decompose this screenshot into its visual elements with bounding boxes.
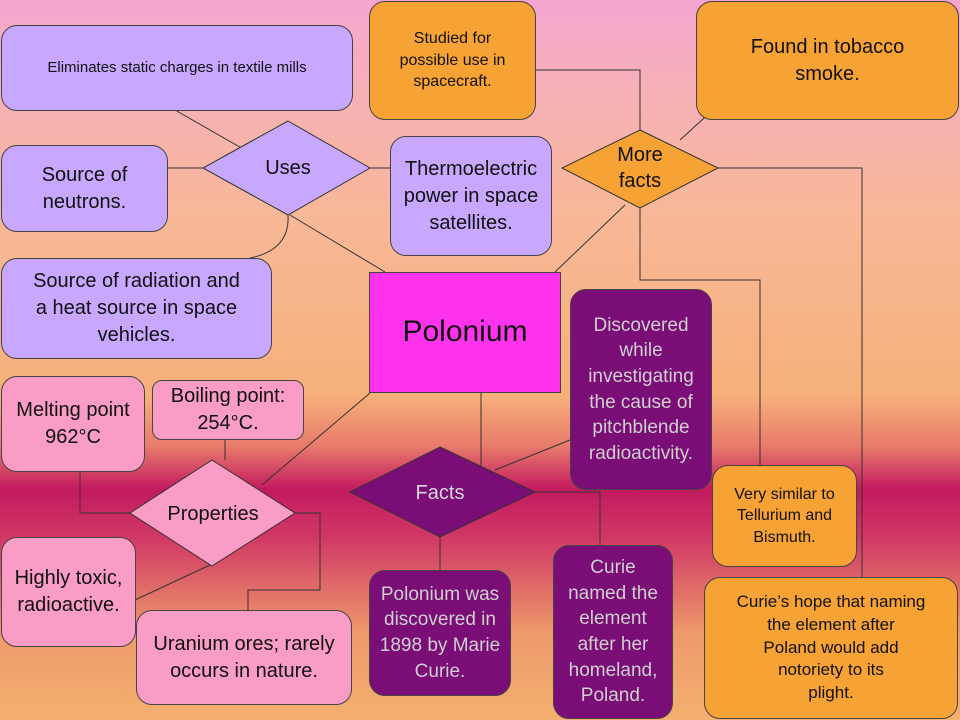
line-more-center — [554, 204, 626, 273]
line-props-toxic — [134, 564, 211, 601]
more-facts-hub-label: More facts — [617, 144, 663, 192]
uses-hub-label: Uses — [265, 157, 311, 179]
properties-diamond — [129, 459, 296, 567]
line-props-uranium — [247, 512, 321, 610]
more-similar-box: Very similar to Tellurium and Bismuth. — [712, 465, 857, 567]
more-spacecraft-box: Studied for possible use in spacecraft. — [369, 1, 536, 120]
line-facts-curie — [535, 491, 601, 545]
line-props-center — [261, 392, 371, 486]
more-tobacco-box: Found in tobacco smoke. — [696, 1, 959, 120]
props-melting-box: Melting point 962°C — [1, 376, 145, 472]
more-facts-diamond — [560, 129, 720, 209]
uses-neutrons-box: Source of neutrons. — [1, 145, 168, 232]
facts-1898-box: Polonium was discovered in 1898 by Marie… — [369, 570, 511, 696]
line-more-spacecraft — [536, 69, 641, 130]
uses-textile-box: Eliminates static charges in textile mil… — [1, 25, 353, 111]
line-uses-textile — [174, 109, 246, 151]
line-uses-center — [289, 214, 386, 273]
facts-discovered-while-box: Discovered while investigating the cause… — [570, 289, 712, 490]
uses-radiation-box: Source of radiation and a heat source in… — [1, 258, 272, 359]
line-facts-discovered — [494, 439, 571, 471]
line-props-melting — [79, 472, 130, 514]
center-polonium: Polonium — [369, 272, 561, 393]
props-boiling-box: Boiling point: 254°C. — [152, 380, 304, 440]
props-uranium-box: Uranium ores; rarely occurs in nature. — [136, 610, 352, 705]
props-toxic-box: Highly toxic, radioactive. — [1, 537, 136, 647]
line-more-hope — [718, 167, 863, 577]
line-more-similar — [639, 208, 761, 465]
uses-diamond — [201, 120, 372, 216]
more-hope-box: Curie’s hope that naming the element aft… — [704, 577, 958, 719]
uses-thermo-box: Thermoelectric power in space satellites… — [390, 136, 552, 256]
line-uses-radiation — [249, 214, 289, 259]
facts-curie-named-box: Curie named the element after her homela… — [553, 545, 673, 719]
properties-hub-label: Properties — [167, 503, 259, 525]
facts-diamond — [348, 446, 537, 538]
facts-hub-label: Facts — [415, 482, 465, 504]
